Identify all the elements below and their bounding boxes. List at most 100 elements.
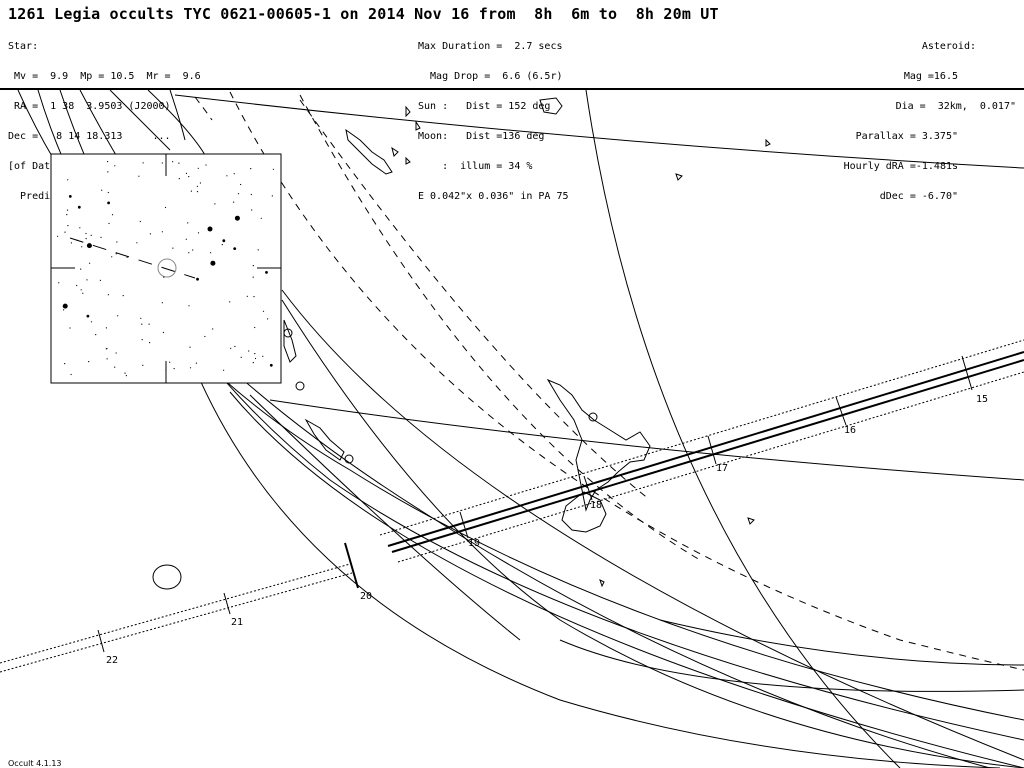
graticule-line (281, 289, 1024, 761)
star-point (272, 168, 274, 170)
star-point (188, 176, 190, 178)
star-point (139, 220, 141, 223)
star-point (76, 239, 78, 241)
coastline (283, 319, 297, 363)
star-point (254, 353, 256, 355)
star-point (178, 162, 180, 164)
graticule-line (269, 399, 1024, 481)
star-point (90, 234, 92, 236)
star-point (141, 339, 143, 341)
dashed-limit-line (229, 91, 1024, 671)
star-point (248, 350, 250, 352)
star-point (86, 243, 92, 249)
star-point (192, 249, 194, 251)
star-point (254, 357, 257, 360)
star-point (101, 189, 103, 191)
asteroid-line: Hourly dRA =-1.481s (843, 161, 958, 172)
star-point (163, 276, 165, 278)
coastline (391, 146, 399, 157)
coastline (415, 120, 421, 131)
star-point (165, 369, 167, 371)
star-point (95, 334, 97, 336)
star-point (107, 191, 109, 194)
time-label: 15 (976, 394, 988, 405)
star-point (161, 231, 163, 233)
star-point (262, 355, 264, 357)
star-point (204, 335, 206, 338)
star-point (107, 161, 109, 163)
dashed-limit-line (299, 94, 701, 561)
star-point (141, 323, 143, 325)
time-label: 20 (360, 591, 372, 602)
star-point (260, 217, 262, 219)
time-tick (97, 629, 105, 653)
star-point (240, 183, 242, 186)
event-line: E 0.042"x 0.036" in PA 75 (418, 191, 569, 202)
star-point (207, 226, 213, 232)
star-point (70, 373, 72, 376)
star-point (66, 209, 69, 211)
star-point (85, 232, 87, 235)
event-line: : illum = 34 % (418, 161, 533, 172)
coastline (561, 491, 607, 533)
coastline (304, 418, 345, 461)
star-point (164, 206, 167, 209)
star-point (62, 303, 68, 309)
star-point (269, 363, 273, 367)
star-point (195, 362, 197, 364)
star-point (88, 361, 90, 363)
star-point (189, 346, 191, 348)
path-limit-north (379, 339, 1024, 536)
star-point (237, 193, 240, 195)
island (295, 381, 305, 391)
star-point (233, 247, 237, 251)
star-point (197, 167, 199, 169)
star-point (250, 193, 252, 196)
graticule-line (559, 639, 1024, 692)
island (344, 454, 354, 464)
time-tick (835, 396, 847, 426)
path-end-marker (344, 542, 359, 589)
island (588, 412, 598, 422)
star-line: RA = 1 38 3.9503 (J2000) (8, 101, 171, 112)
star-point (172, 247, 174, 249)
star-point (76, 284, 78, 287)
star-point (142, 162, 144, 164)
star-point (172, 161, 174, 163)
time-label: 22 (106, 655, 118, 666)
star-point (230, 347, 232, 349)
graticule-line (174, 94, 1024, 169)
graticule-line (659, 619, 1024, 666)
star-point (196, 185, 198, 187)
occultation-map: 15 16 17 18 19 20 21 22 (0, 90, 1024, 768)
star-point (221, 244, 223, 246)
star-point (86, 279, 88, 281)
star-point (233, 173, 235, 175)
time-tick (223, 592, 231, 615)
star-point (64, 231, 66, 233)
star-point (271, 195, 273, 197)
star-point (234, 215, 240, 221)
graticule-line (281, 299, 1024, 768)
star-point (212, 328, 214, 330)
time-label: 16 (844, 425, 856, 436)
coastline (405, 156, 411, 165)
star-point (68, 195, 72, 198)
asteroid-line: Mag =16.5 (903, 71, 958, 82)
star-point (114, 165, 116, 167)
star-point (136, 242, 138, 244)
star-point (229, 301, 231, 303)
star-point (85, 238, 87, 240)
island (152, 564, 182, 590)
graticule-line (585, 90, 901, 768)
star-point (111, 214, 114, 216)
star-point (90, 321, 93, 323)
star-point (80, 268, 82, 270)
coastline (675, 173, 683, 181)
graticule-line (109, 90, 171, 151)
star-point (116, 241, 118, 243)
star-point (115, 352, 117, 354)
dashed-limit-line (194, 96, 213, 121)
star-point (226, 175, 228, 177)
star-point (106, 348, 108, 350)
